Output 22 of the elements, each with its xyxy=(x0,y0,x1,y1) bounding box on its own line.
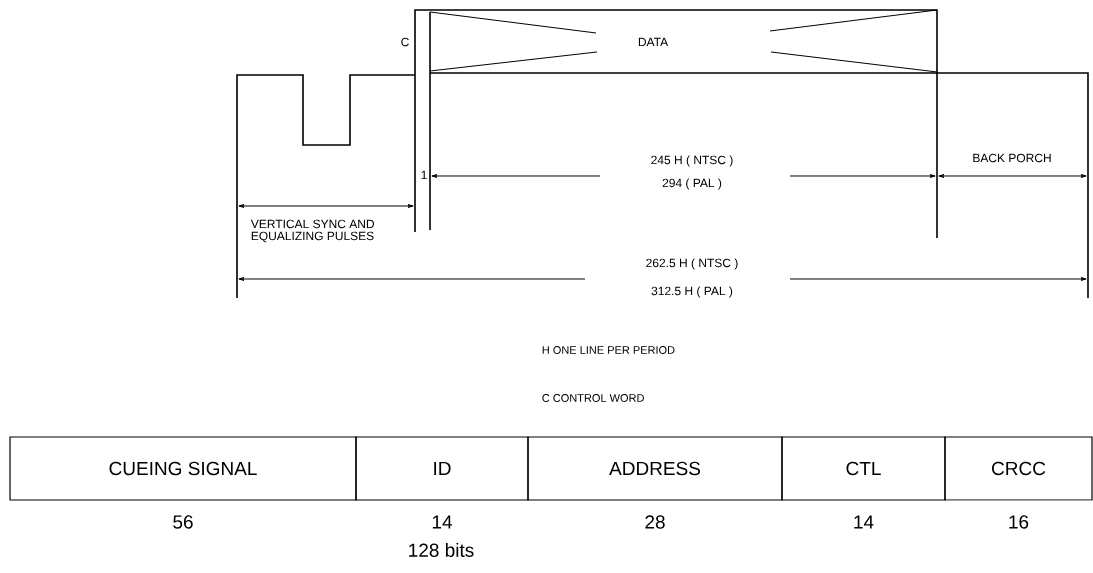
field-box: CRCC xyxy=(944,436,1093,501)
label: 1 xyxy=(421,170,427,180)
label: BACK PORCH xyxy=(973,153,1051,163)
bit-count: 56 xyxy=(173,515,193,529)
label: C xyxy=(401,37,409,47)
label: 128 bits xyxy=(409,543,474,557)
bit-count: 14 xyxy=(854,515,874,529)
bit-count: 28 xyxy=(645,515,665,529)
field-box: CUEING SIGNAL xyxy=(9,436,357,501)
field-box: ADDRESS xyxy=(527,436,783,501)
label: DATA xyxy=(638,37,669,47)
field-box: ID xyxy=(355,436,529,501)
label: VERTICAL SYNC AND EQUALIZING PULSES xyxy=(250,219,375,243)
label: 294 ( PAL ) xyxy=(662,178,722,190)
label: 262.5 H ( NTSC ) xyxy=(646,258,738,270)
label: 245 H ( NTSC ) xyxy=(651,155,733,167)
label: 312.5 H ( PAL ) xyxy=(651,286,733,298)
field-box: CTL xyxy=(781,436,946,501)
label: C CONTROL WORD xyxy=(542,394,644,402)
bit-count: 16 xyxy=(1009,515,1029,529)
bit-count: 14 xyxy=(432,515,452,529)
label: H ONE LINE PER PERIOD xyxy=(542,346,675,354)
